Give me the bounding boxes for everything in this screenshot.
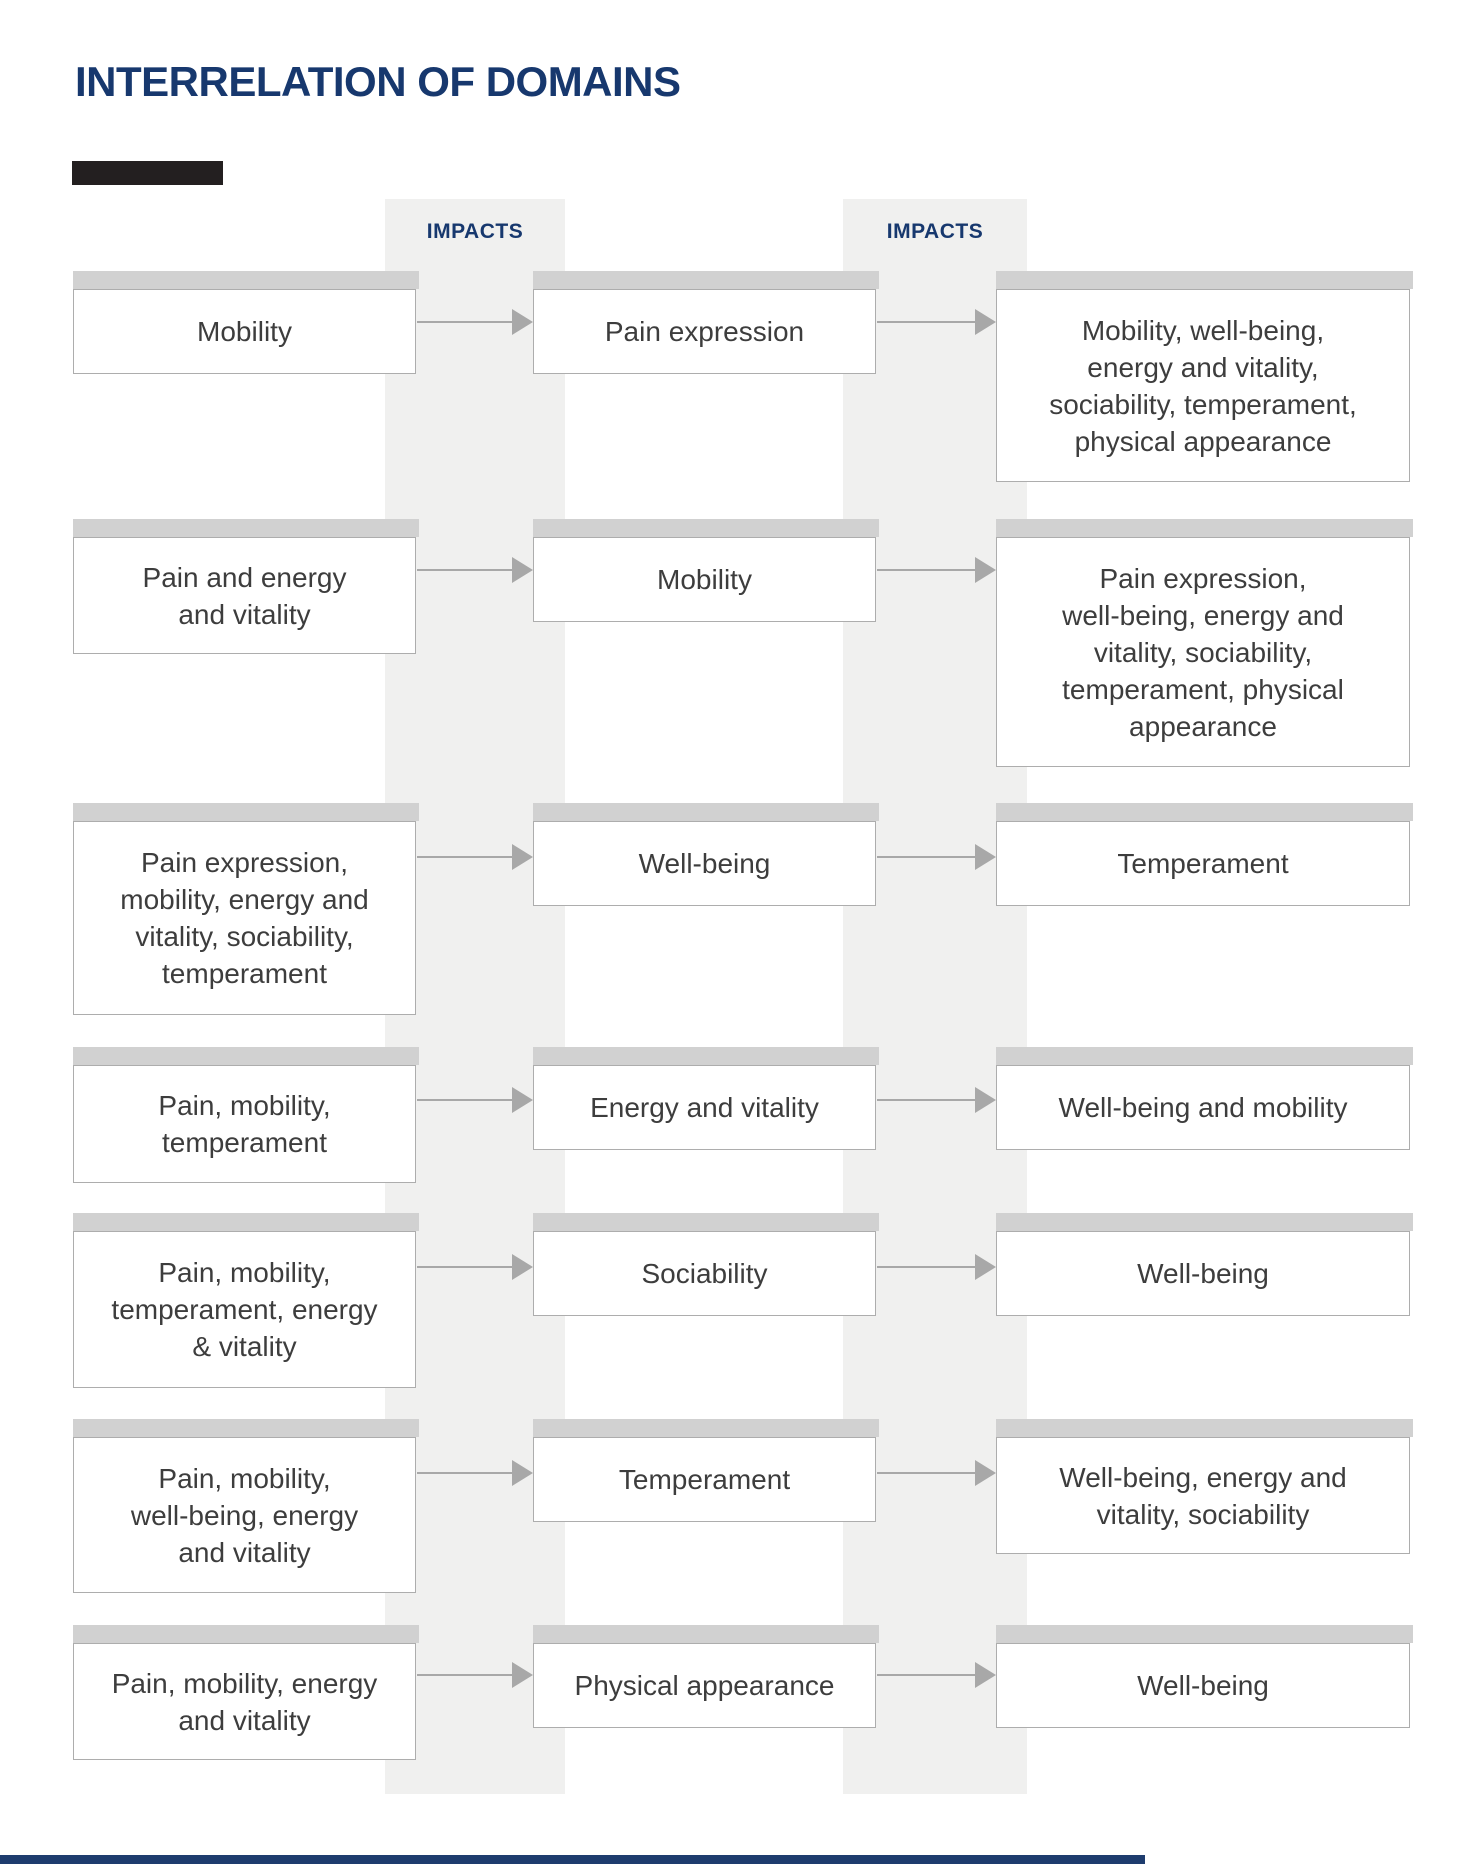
right-arrow-icon	[417, 557, 533, 583]
row6-impacted-text: Temperament	[618, 1464, 791, 1495]
box-header-strip	[72, 270, 419, 289]
box-header-strip	[532, 1212, 879, 1231]
row4-impacted-box: Energy and vitality	[532, 1046, 879, 1150]
box-header-strip	[72, 1418, 419, 1437]
row7-result-box: Well-being	[995, 1624, 1413, 1728]
row7-source-box: Pain, mobility, energy and vitality	[72, 1624, 419, 1760]
box-header-strip	[532, 270, 879, 289]
row3-result-box: Temperament	[995, 802, 1413, 906]
right-arrow-icon	[417, 309, 533, 335]
box-header-strip	[995, 1624, 1413, 1643]
row4-source-box: Pain, mobility, temperament	[72, 1046, 419, 1183]
row6-impacted-box: Temperament	[532, 1418, 879, 1522]
right-arrow-icon	[877, 844, 996, 870]
row7-result-text: Well-being	[1137, 1670, 1269, 1701]
row1-source-box: Mobility	[72, 270, 419, 374]
right-arrow-icon	[417, 1087, 533, 1113]
row7-impacted-box: Physical appearance	[532, 1624, 879, 1728]
box-header-strip	[995, 518, 1413, 537]
row5-impacted-text: Sociability	[641, 1258, 768, 1289]
impacts-header-1: IMPACTS	[426, 220, 524, 243]
row2-impacted-text: Mobility	[657, 564, 752, 595]
box-header-strip	[995, 802, 1413, 821]
right-arrow-icon	[877, 557, 996, 583]
row6-result-text: Well-being, energy and vitality, sociabi…	[1059, 1461, 1347, 1530]
right-arrow-icon	[417, 1460, 533, 1486]
row3-source-text: Pain expression, mobility, energy and vi…	[120, 847, 369, 989]
row1-impacted-box: Pain expression	[532, 270, 879, 374]
box-header-strip	[532, 1624, 879, 1643]
row1-result-text: Mobility, well-being, energy and vitalit…	[1049, 314, 1357, 457]
row4-impacted-text: Energy and vitality	[590, 1092, 819, 1123]
row5-result-box: Well-being	[995, 1212, 1413, 1316]
row7-impacted-text: Physical appearance	[574, 1670, 835, 1701]
box-header-strip	[532, 1046, 879, 1065]
row1-impacted-text: Pain expression	[604, 316, 805, 347]
impacts-header-2: IMPACTS	[886, 220, 984, 243]
row3-impacted-text: Well-being	[638, 848, 771, 879]
right-arrow-icon	[417, 844, 533, 870]
title-accent-bar	[72, 161, 223, 185]
box-header-strip	[72, 518, 419, 537]
row4-source-text: Pain, mobility, temperament	[158, 1090, 331, 1158]
row3-impacted-box: Well-being	[532, 802, 879, 906]
right-arrow-icon	[877, 1662, 996, 1688]
box-header-strip	[72, 1046, 419, 1065]
row5-source-box: Pain, mobility, temperament, energy & vi…	[72, 1212, 419, 1388]
right-arrow-icon	[877, 1087, 996, 1113]
right-arrow-icon	[417, 1254, 533, 1280]
row2-result-box: Pain expression, well-being, energy and …	[995, 518, 1413, 767]
row2-result-text: Pain expression, well-being, energy and …	[1062, 562, 1344, 742]
box-header-strip	[995, 1046, 1413, 1065]
row4-result-text: Well-being and mobility	[1058, 1092, 1348, 1123]
row5-source-text: Pain, mobility, temperament, energy & vi…	[111, 1257, 378, 1362]
row2-source-text: Pain and energy and vitality	[142, 561, 347, 630]
row6-result-box: Well-being, energy and vitality, sociabi…	[995, 1418, 1413, 1554]
right-arrow-icon	[877, 1460, 996, 1486]
box-header-strip	[532, 802, 879, 821]
row6-source-box: Pain, mobility, well-being, energy and v…	[72, 1418, 419, 1593]
row2-impacted-box: Mobility	[532, 518, 879, 622]
row5-result-text: Well-being	[1137, 1258, 1269, 1289]
box-header-strip	[995, 270, 1413, 289]
box-header-strip	[72, 802, 419, 821]
box-header-strip	[72, 1624, 419, 1643]
row5-impacted-box: Sociability	[532, 1212, 879, 1316]
page-title: INTERRELATION OF DOMAINS	[75, 58, 681, 105]
right-arrow-icon	[877, 1254, 996, 1280]
row3-result-text: Temperament	[1117, 848, 1289, 879]
row1-result-box: Mobility, well-being, energy and vitalit…	[995, 270, 1413, 482]
row4-result-box: Well-being and mobility	[995, 1046, 1413, 1150]
box-header-strip	[532, 518, 879, 537]
box-header-strip	[532, 1418, 879, 1437]
box-header-strip	[995, 1212, 1413, 1231]
box-header-strip	[995, 1418, 1413, 1437]
row3-source-box: Pain expression, mobility, energy and vi…	[72, 802, 419, 1015]
bottom-accent-rule	[0, 1855, 1145, 1864]
row2-source-box: Pain and energy and vitality	[72, 518, 419, 654]
right-arrow-icon	[417, 1662, 533, 1688]
row7-source-text: Pain, mobility, energy and vitality	[111, 1667, 378, 1736]
row1-source-text: Mobility	[197, 316, 292, 347]
box-header-strip	[72, 1212, 419, 1231]
right-arrow-icon	[877, 309, 996, 335]
row6-source-text: Pain, mobility, well-being, energy and v…	[130, 1462, 359, 1568]
